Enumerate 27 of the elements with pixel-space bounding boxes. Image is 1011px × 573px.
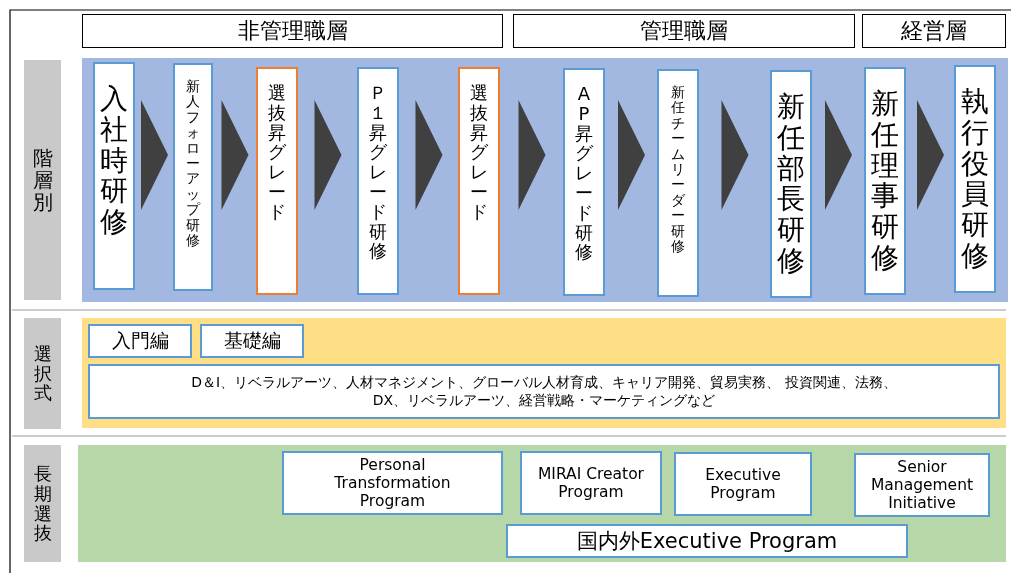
program-box: Personal Transformation Program [282,451,503,515]
training-box: 新人フォローアップ研修 [173,63,213,291]
band-background [82,318,1006,428]
program-box: Executive Program [674,452,812,516]
row-label: 長期選抜 [24,445,61,562]
program-box: 基礎編 [200,324,304,358]
training-box: 新任理事研修 [864,67,906,295]
training-box: Ｐ１昇グレード研修 [357,67,399,295]
program-box: D＆I、リベラルアーツ、人材マネジメント、グローバル人材育成、キャリア開発、貿易実務、 投資関連、法務、DX、リベラルアーツ、経営戦略・マーケティングなど [88,364,1000,419]
program-box: MIRAI Creator Program [520,451,662,515]
program-box: Senior Management Initiative [854,453,990,517]
tier-header: 管理職層 [513,14,855,48]
row-label: 選択式 [24,318,61,429]
training-box: 新任チームリーダー研修 [657,69,699,297]
tier-header: 非管理職層 [82,14,503,48]
band-background [78,445,1006,562]
training-box: 選抜昇グレード [256,67,298,295]
training-box: AP昇グレード研修 [563,68,605,296]
training-box: 入社時研修 [93,62,135,290]
training-box: 執行役員研修 [954,65,996,293]
training-box: 選抜昇グレード [458,67,500,295]
program-box: 入門編 [88,324,192,358]
row-label: 階層別 [24,60,61,300]
band-background [82,58,1008,302]
tier-header: 経営層 [862,14,1006,48]
training-box: 新任部長研修 [770,70,812,298]
program-box: 国内外Executive Program [506,524,908,558]
